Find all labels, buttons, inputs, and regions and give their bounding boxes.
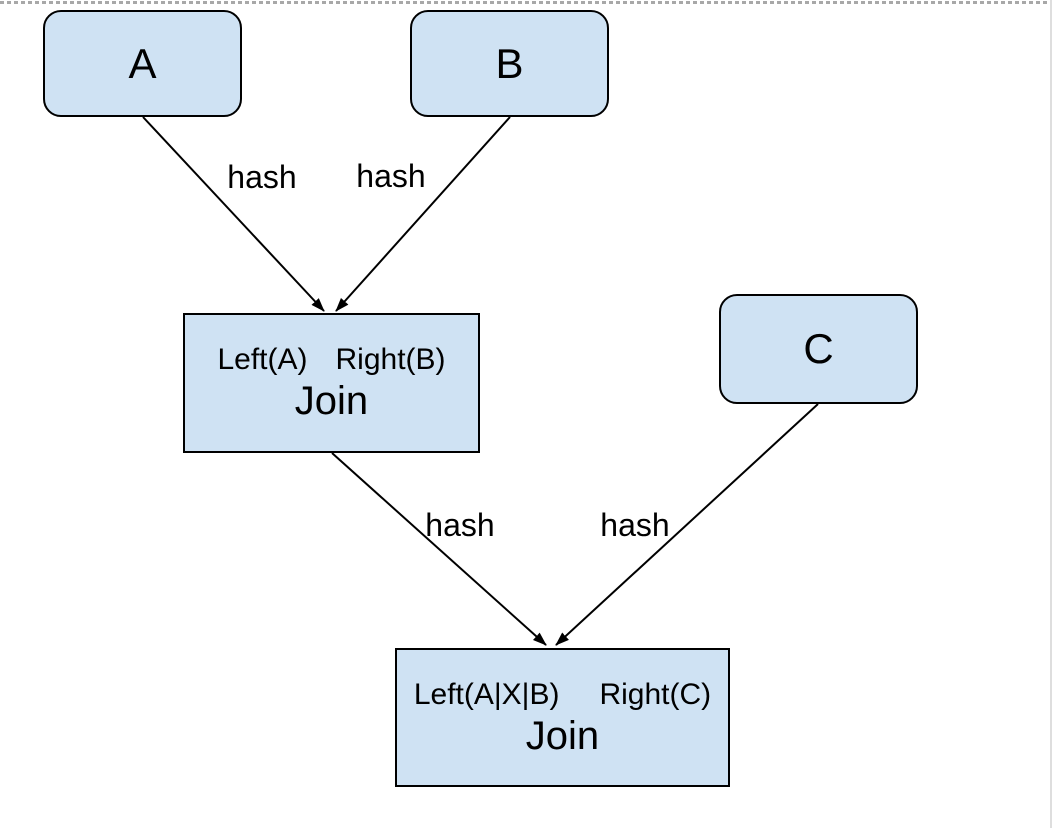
node-join-ab[interactable]: Left(A) Right(B) Join: [183, 313, 480, 453]
join-axb-c-title: Join: [525, 713, 600, 758]
join-ab-right-label: Right(B): [335, 343, 446, 376]
join-ab-inputs: Left(A) Right(B): [217, 345, 445, 375]
canvas-right-edge-guide: [1050, 0, 1052, 828]
node-table-c[interactable]: C: [719, 294, 918, 404]
node-table-a[interactable]: A: [43, 10, 242, 117]
join-axb-c-left-label: Left(A|X|B): [413, 677, 560, 711]
node-join-axb-c[interactable]: Left(A|X|B) Right(C) Join: [395, 648, 730, 787]
edge-label-hash-join1[interactable]: hash: [425, 507, 495, 543]
edge-label-hash-b[interactable]: hash: [356, 158, 426, 194]
join-ab-left-label: Left(A): [217, 343, 308, 376]
node-a-label: A: [128, 39, 157, 87]
join-axb-c-inputs: Left(A|X|B) Right(C): [413, 677, 712, 711]
join-ab-title: Join: [294, 379, 369, 423]
node-table-b[interactable]: B: [410, 10, 609, 117]
node-c-label: C: [803, 325, 834, 372]
edge-a-to-join1[interactable]: [142, 116, 325, 312]
edge-b-to-join1[interactable]: [335, 116, 511, 312]
join-axb-c-right-label: Right(C): [599, 677, 712, 711]
node-b-label: B: [495, 39, 524, 87]
edge-label-hash-a[interactable]: hash: [227, 159, 297, 195]
edge-label-hash-c[interactable]: hash: [600, 507, 670, 543]
edge-c-to-join2[interactable]: [555, 403, 819, 646]
edge-join1-to-join2[interactable]: [331, 452, 547, 646]
canvas-top-dashed-guide: [0, 1, 1052, 4]
